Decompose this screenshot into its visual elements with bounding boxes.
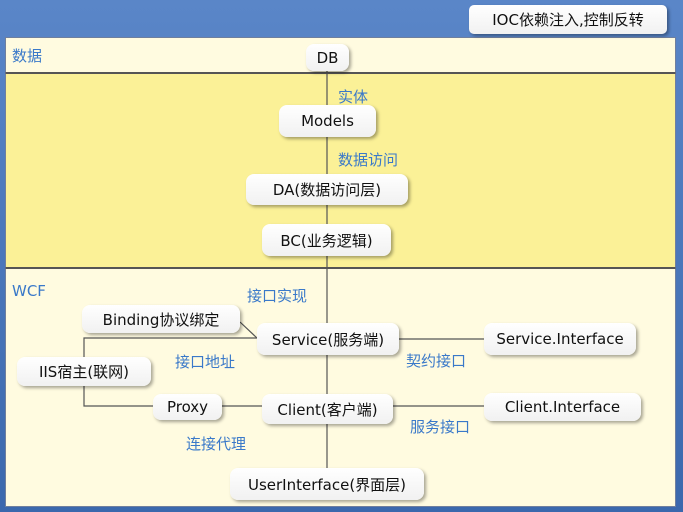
node-da: DA(数据访问层)	[246, 174, 408, 205]
node-models: Models	[279, 105, 376, 137]
node-service-interface: Service.Interface	[484, 323, 636, 355]
node-binding: Binding协议绑定	[82, 305, 240, 333]
label-interface-impl: 接口实现	[247, 287, 308, 305]
node-bc: BC(业务逻辑)	[262, 224, 391, 256]
node-proxy: Proxy	[153, 394, 222, 420]
node-iis: IIS宿主(联网)	[17, 357, 151, 386]
iis-service-line	[83, 337, 257, 357]
label-service-interface: 服务接口	[410, 418, 471, 436]
diagram-title: IOC依赖注入,控制反转	[469, 5, 667, 34]
node-client: Client(客户端)	[262, 394, 393, 424]
label-interface-address: 接口地址	[175, 353, 236, 371]
section-data-title: 数据	[12, 47, 43, 65]
node-client-interface: Client.Interface	[484, 393, 641, 421]
label-data-access: 数据访问	[338, 151, 399, 169]
node-db: DB	[306, 44, 349, 71]
node-service: Service(服务端)	[257, 323, 399, 355]
binding-service-line	[239, 321, 258, 339]
section-wcf-title: WCF	[12, 282, 46, 300]
label-connect-proxy: 连接代理	[186, 435, 247, 453]
label-entity: 实体	[338, 88, 369, 106]
iis-proxy-line	[83, 386, 153, 407]
node-ui: UserInterface(界面层)	[230, 468, 424, 500]
label-contract-interface: 契约接口	[406, 352, 467, 370]
